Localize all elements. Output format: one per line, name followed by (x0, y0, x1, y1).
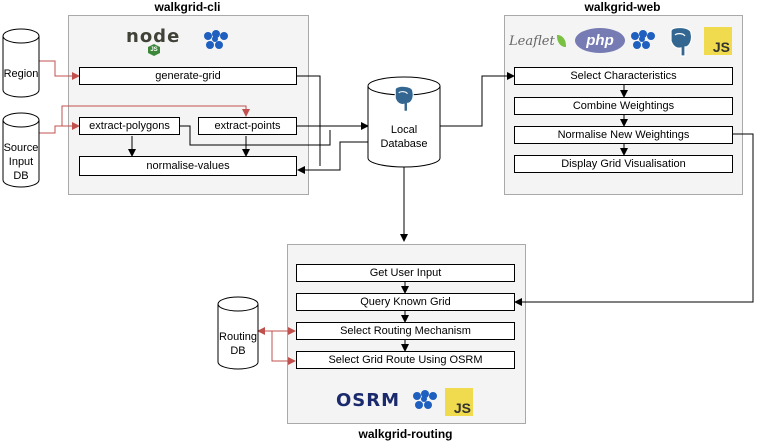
region-to-generate-grid-arrow (39, 60, 80, 80)
paw-dots-icon-routing (413, 390, 437, 409)
web-step-combine-weightings: Combine Weightings (514, 97, 733, 115)
nodejs-logo-badge: JS (148, 44, 160, 56)
routing-step-query-known-grid: Query Known Grid (296, 293, 515, 311)
routing-step-select-mechanism: Select Routing Mechanism (296, 322, 515, 340)
walkgrid-web-title: walkgrid-web (584, 0, 661, 14)
web-to-routing-arrow (514, 133, 754, 306)
db-to-normalise-arrow (297, 141, 368, 174)
nodejs-logo-sub: JS (150, 47, 158, 53)
routing-step-osrm-route: Select Grid Route Using OSRM (296, 351, 515, 369)
postgresql-elephant-icon-db (394, 85, 414, 112)
web-step-select-characteristics: Select Characteristics (514, 67, 733, 85)
extract-polygons-step: extract-polygons (79, 117, 180, 135)
walkgrid-routing-title: walkgrid-routing (358, 427, 453, 441)
local-db-label-line1: Local (390, 124, 418, 136)
generate-grid-to-db-line (297, 75, 321, 166)
region-label: Region (3, 68, 39, 80)
web-step-normalise-weightings: Normalise New Weightings (514, 126, 733, 144)
paw-dots-icon-web (631, 30, 655, 49)
javascript-logo-routing: JS (445, 388, 473, 416)
nodejs-logo-text: node (126, 26, 181, 47)
region-cylinder (2, 28, 40, 98)
php-logo: php (575, 28, 625, 53)
polygons-to-points-connector (180, 125, 331, 146)
osrm-logo-text: OSRM (336, 390, 401, 411)
source-db-label-line3: DB (13, 170, 29, 182)
osrm-logo: OSRM (336, 390, 400, 411)
postgresql-elephant-icon-web (670, 26, 693, 57)
leaflet-logo: Leaflet (509, 32, 566, 50)
nodejs-logo: node JS (126, 27, 182, 57)
javascript-logo-routing-text: JS (453, 400, 471, 416)
php-logo-text: php (586, 32, 614, 49)
routing-db-cylinder (217, 296, 259, 370)
source-db-label-line1: Source (3, 142, 39, 154)
local-db-label-line2: Database (380, 138, 428, 150)
normalise-values-step: normalise-values (79, 156, 297, 176)
leaf-icon (556, 34, 566, 47)
javascript-logo-web: JS (704, 27, 732, 55)
routing-db-label-line1: Routing (219, 331, 257, 343)
paw-dots-icon (204, 30, 228, 49)
source-to-extract-points-arrow (61, 105, 250, 126)
routingdb-osrm-arrow (271, 331, 296, 365)
source-db-cylinder (2, 112, 40, 188)
javascript-logo-web-text: JS (712, 39, 730, 55)
routing-step-get-user-input: Get User Input (296, 264, 515, 282)
extract-points-step: extract-points (198, 117, 297, 135)
source-to-extract-polygons-arrow (39, 122, 80, 134)
source-db-label-line2: Input (8, 156, 34, 168)
db-to-web-arrow (440, 72, 515, 127)
routing-db-label-line2: DB (230, 345, 246, 357)
leaflet-logo-text: Leaflet (509, 34, 555, 49)
walkgrid-cli-title: walkgrid-cli (154, 0, 221, 14)
web-step-display-grid: Display Grid Visualisation (514, 155, 733, 173)
generate-grid-step: generate-grid (79, 67, 297, 85)
